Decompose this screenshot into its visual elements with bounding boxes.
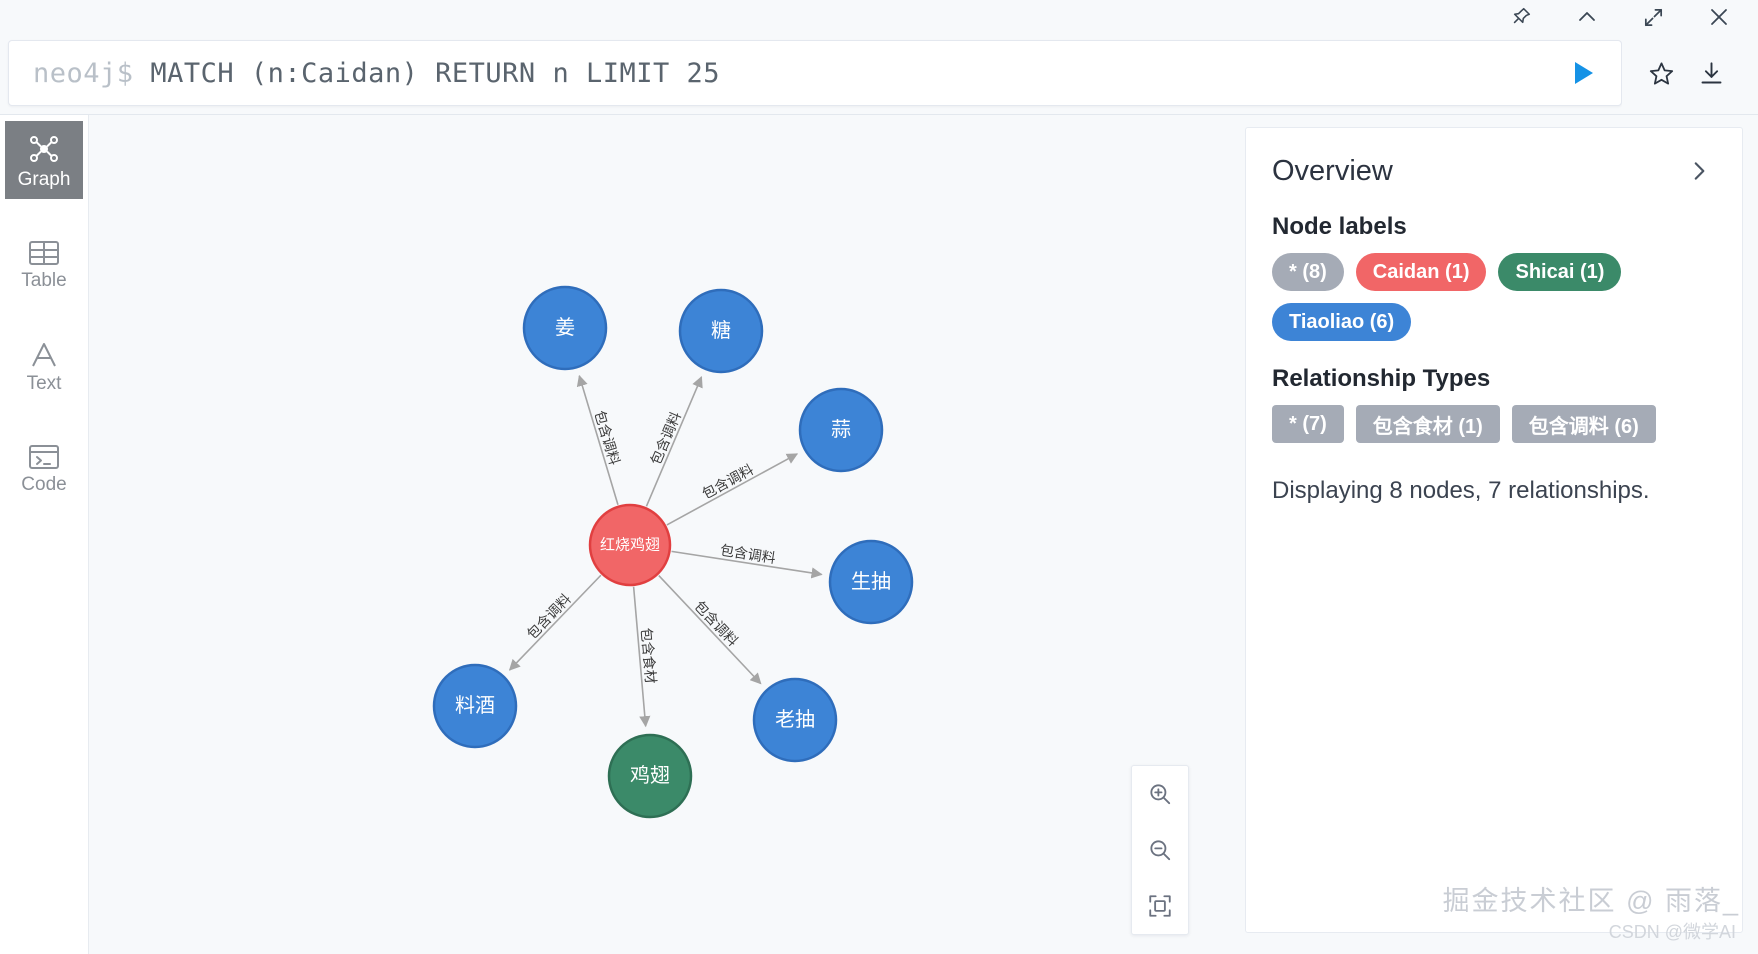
node-label-chip-0[interactable]: * (8) <box>1272 253 1344 291</box>
favorite-icon[interactable] <box>1646 58 1676 88</box>
node-labels-heading: Node labels <box>1272 213 1407 240</box>
graph-canvas[interactable]: 包含调料包含调料包含调料包含调料包含调料包含食材包含调料 红烧鸡翅姜糖蒜生抽老抽… <box>89 115 1245 954</box>
graph-edge-label: 包含调料 <box>592 409 623 467</box>
graph-zoom-controls <box>1131 765 1189 935</box>
sidebar-item-code[interactable]: Code <box>5 429 83 507</box>
graph-edge[interactable] <box>508 574 602 671</box>
graph-edge-label: 包含调料 <box>524 591 574 642</box>
sidebar-item-graph-label: Graph <box>17 168 71 190</box>
node-label-chip-3[interactable]: Tiaoliao (6) <box>1272 303 1412 341</box>
collapse-icon[interactable] <box>1574 4 1600 30</box>
relationship-type-chip-2[interactable]: 包含调料 (6) <box>1511 405 1656 443</box>
graph-edges <box>508 374 823 728</box>
node-label-chip-1[interactable]: Caidan (1) <box>1355 253 1487 291</box>
relationship-type-chip-0[interactable]: * (7) <box>1272 405 1344 443</box>
graph-node[interactable]: 糖 <box>678 288 764 374</box>
graph-edge-label: 包含调料 <box>647 409 684 467</box>
run-query-button[interactable] <box>1543 41 1621 105</box>
overview-header: Overview <box>1272 154 1712 189</box>
graph-node[interactable]: 料酒 <box>432 663 518 749</box>
graph-edge[interactable] <box>658 575 762 685</box>
zoom-fit-icon[interactable] <box>1132 878 1188 934</box>
node-label-chip-2[interactable]: Shicai (1) <box>1498 253 1622 291</box>
sidebar-item-graph[interactable]: Graph <box>5 121 83 199</box>
sidebar-item-table[interactable]: Table <box>5 225 83 303</box>
view-switcher-sidebar: Graph Table Text <box>0 115 89 954</box>
relationship-type-chip-1[interactable]: 包含食材 (1) <box>1355 405 1500 443</box>
graph-node[interactable]: 鸡翅 <box>607 733 693 819</box>
graph-edge[interactable] <box>666 453 799 526</box>
chevron-right-icon[interactable] <box>1686 154 1712 189</box>
expand-icon[interactable] <box>1640 4 1666 30</box>
editor-side-actions <box>1622 40 1750 106</box>
graph-node[interactable]: 生抽 <box>828 539 914 625</box>
sidebar-item-text[interactable]: Text <box>5 327 83 405</box>
query-editor-bar: neo4j$ MATCH (n:Caidan) RETURN n LIMIT 2… <box>0 34 1758 114</box>
graph-node[interactable]: 蒜 <box>798 387 884 473</box>
query-input[interactable]: neo4j$ MATCH (n:Caidan) RETURN n LIMIT 2… <box>9 58 1543 89</box>
download-icon[interactable] <box>1696 58 1726 88</box>
relationship-types-heading: Relationship Types <box>1272 365 1491 392</box>
window-titlebar <box>0 0 1758 34</box>
zoom-out-icon[interactable] <box>1132 822 1188 878</box>
zoom-in-icon[interactable] <box>1132 766 1188 822</box>
graph-edge[interactable] <box>576 374 619 505</box>
pin-icon[interactable] <box>1508 4 1534 30</box>
query-editor-card[interactable]: neo4j$ MATCH (n:Caidan) RETURN n LIMIT 2… <box>8 40 1622 106</box>
sidebar-item-text-label: Text <box>26 372 62 394</box>
relationship-type-chip-list: * (7) 包含食材 (1) 包含调料 (6) <box>1272 405 1712 443</box>
sidebar-item-table-label: Table <box>21 269 67 291</box>
graph-edge-label: 包含调料 <box>691 598 741 650</box>
graph-nodes[interactable]: 红烧鸡翅 姜糖蒜生抽老抽鸡翅 料酒 <box>432 285 914 819</box>
graph-node[interactable]: 老抽 <box>752 677 838 763</box>
editor-prompt: neo4j$ <box>33 57 134 89</box>
sidebar-item-code-label: Code <box>21 473 67 495</box>
display-status: Displaying 8 nodes, 7 relationships. <box>1272 477 1650 504</box>
node-label-chip-list: * (8) Caidan (1) Shicai (1) Tiaoliao (6) <box>1272 253 1712 341</box>
graph-edge[interactable] <box>645 375 703 507</box>
graph-edge[interactable] <box>671 550 823 579</box>
graph-edge-label: 包含食材 <box>638 627 659 684</box>
graph-visualization[interactable]: 包含调料包含调料包含调料包含调料包含调料包含食材包含调料 红烧鸡翅姜糖蒜生抽老抽… <box>89 115 1245 954</box>
graph-node[interactable]: 红烧鸡翅 <box>588 503 672 587</box>
result-body: Graph Table Text <box>0 114 1758 954</box>
close-icon[interactable] <box>1706 4 1732 30</box>
graph-edge[interactable] <box>632 586 651 728</box>
query-text: MATCH (n:Caidan) RETURN n LIMIT 25 <box>150 57 720 89</box>
overview-panel: Overview Node labels * (8) Caidan (1) Shic… <box>1245 127 1743 933</box>
overview-title: Overview <box>1272 155 1393 187</box>
graph-node[interactable]: 姜 <box>522 285 608 371</box>
